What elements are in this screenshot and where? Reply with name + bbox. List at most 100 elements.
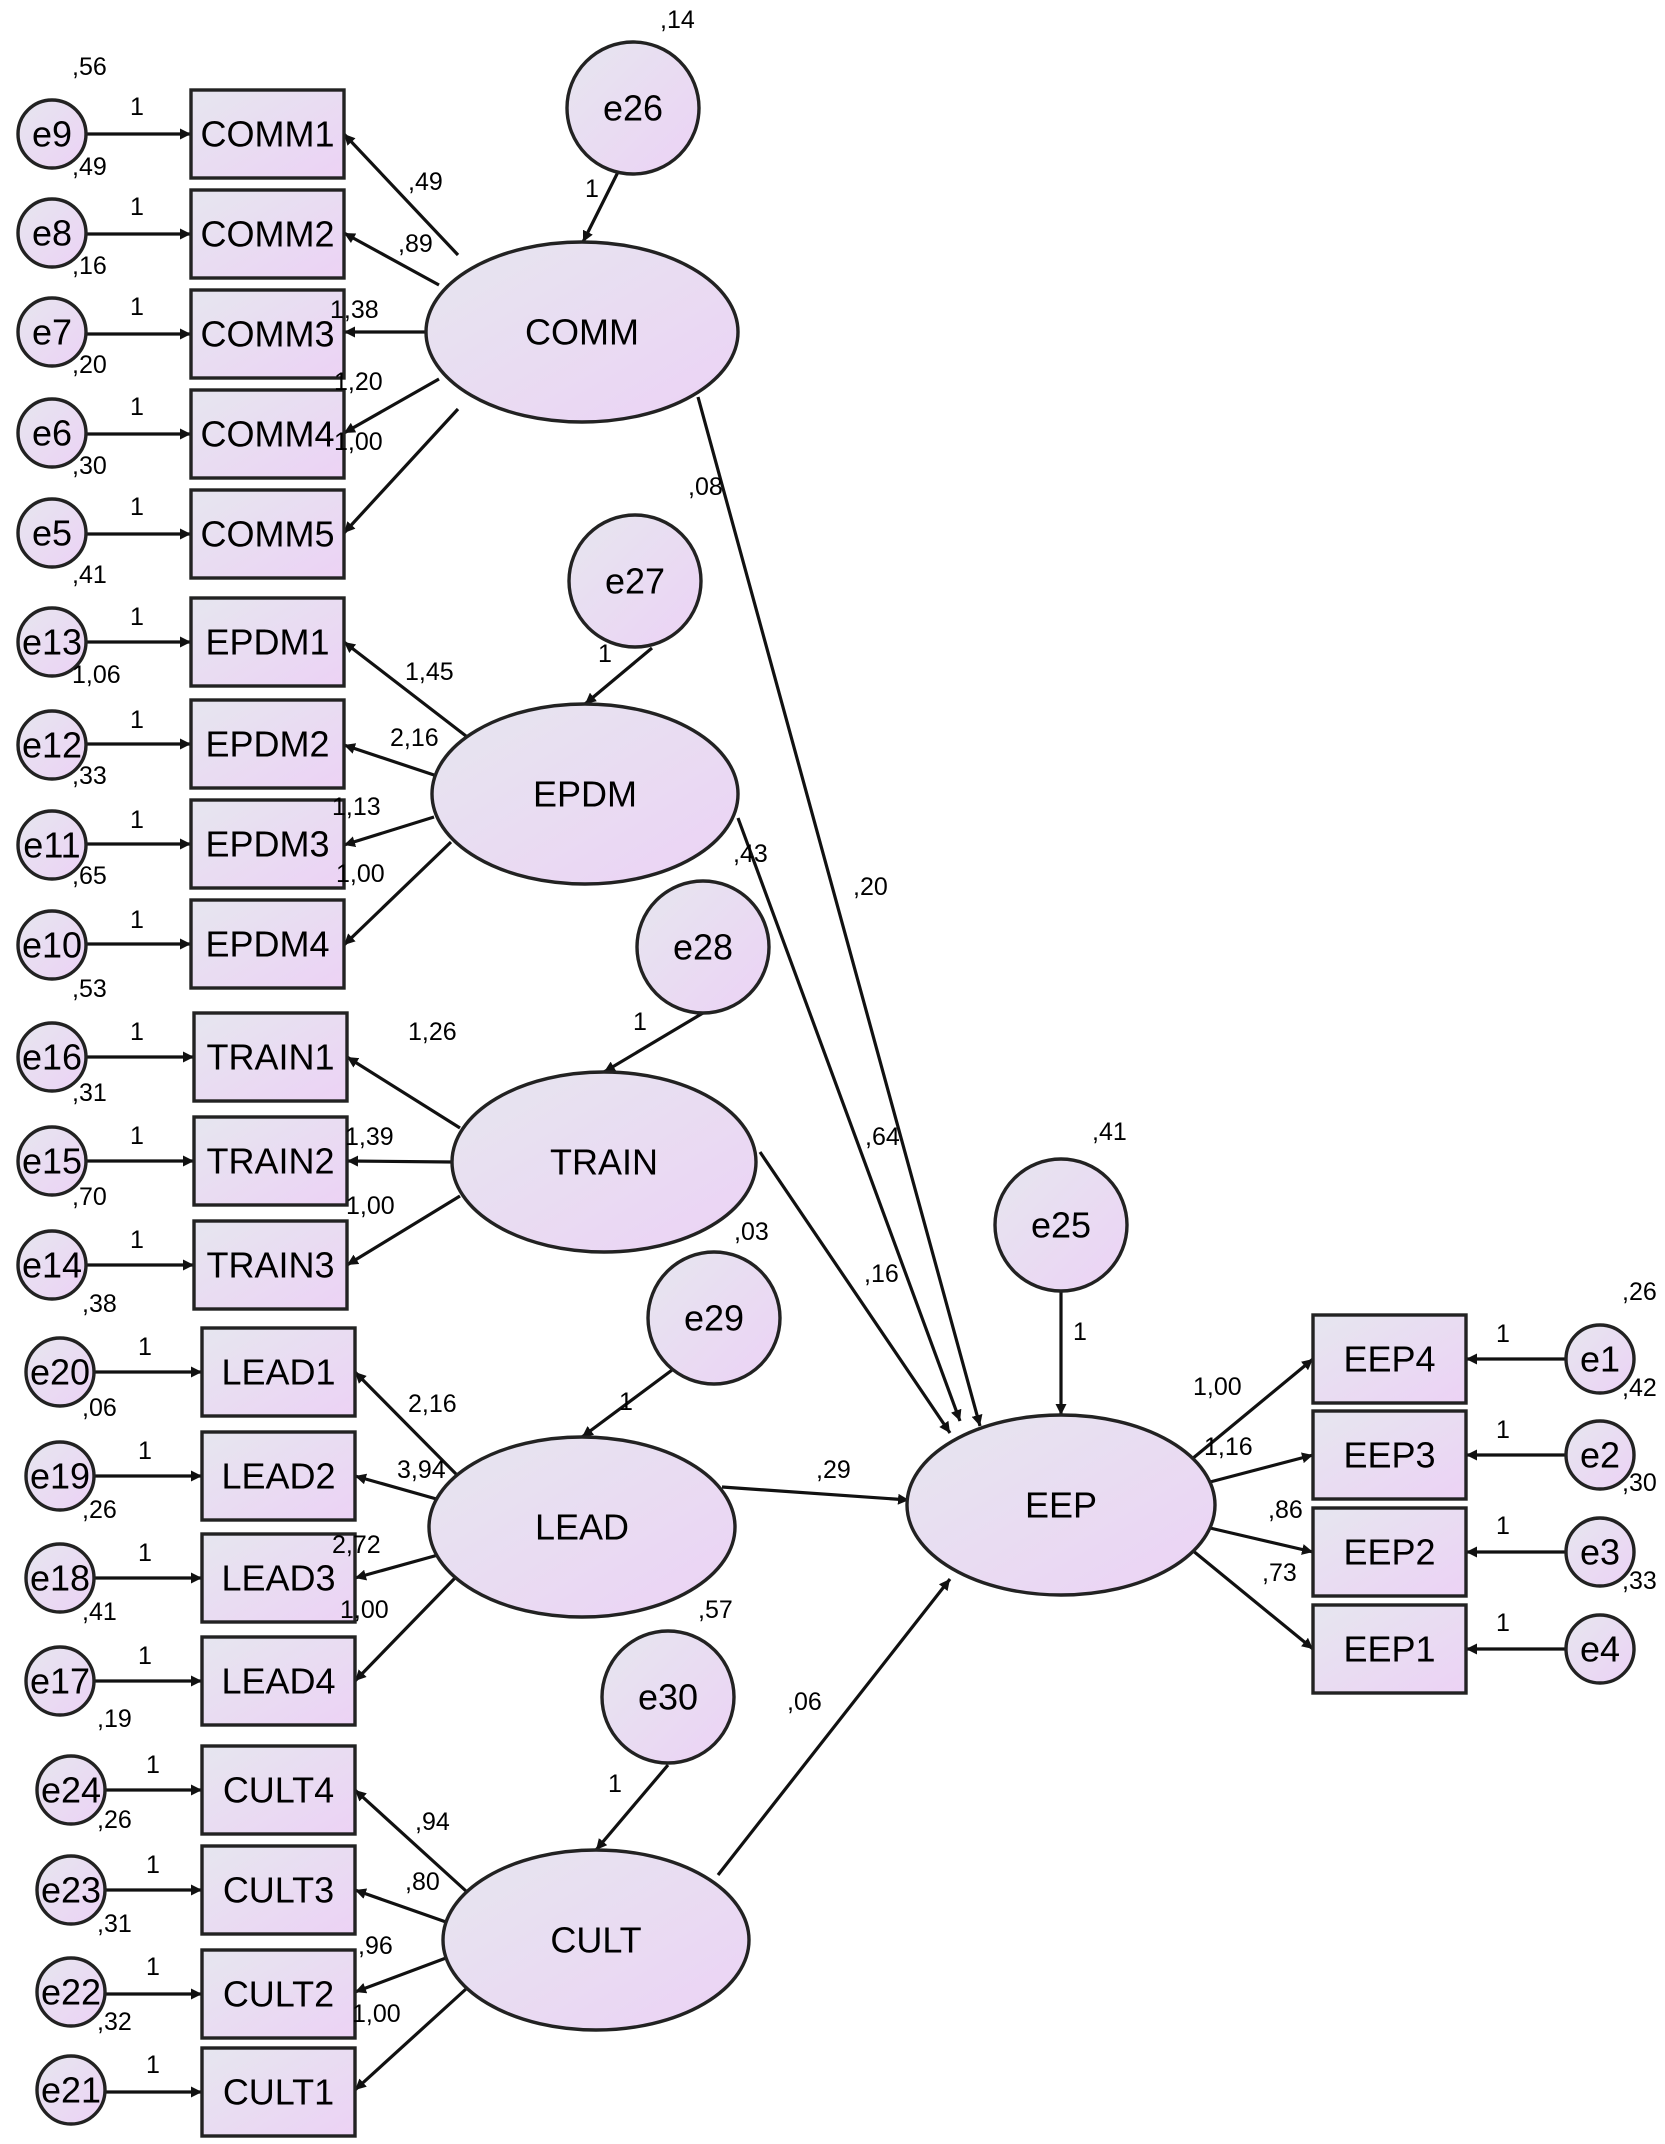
observed-box-eep2 — [1311, 1506, 1468, 1598]
loading-path-train2 — [346, 1155, 453, 1167]
error-label-e4: e4 — [1580, 1629, 1620, 1670]
error-circle-e14 — [16, 1229, 88, 1301]
observed-box-cult1 — [200, 2046, 357, 2138]
error-label-e16: e16 — [22, 1037, 82, 1078]
loading-path-epdm3 — [343, 815, 435, 847]
error-circle-e26 — [565, 40, 701, 176]
loading-label-epdm2: 2,16 — [390, 724, 439, 752]
observed-label-comm2: COMM2 — [201, 214, 335, 255]
loading-label-cult3: ,80 — [405, 1868, 440, 1896]
observed-label-epdm3: EPDM3 — [205, 824, 329, 865]
latent-ellipse-eep — [905, 1413, 1217, 1597]
variance-label-e2: ,42 — [1622, 1374, 1657, 1402]
error-label-e24: e24 — [41, 1770, 101, 1811]
variables-layer: COMM1COMM2COMM3COMM4COMM5EPDM1EPDM2EPDM3… — [16, 40, 1636, 2138]
variance-label-e13: ,41 — [72, 561, 107, 589]
latent-label-train: TRAIN — [550, 1142, 658, 1183]
variance-label-e26: ,14 — [660, 6, 695, 34]
error-circle-e19 — [24, 1440, 96, 1512]
error-circle-e3 — [1564, 1516, 1636, 1588]
error-circle-e20 — [24, 1336, 96, 1408]
error-circle-e18 — [24, 1542, 96, 1614]
error-circle-e23 — [35, 1854, 107, 1926]
observed-label-cult4: CULT4 — [223, 1770, 334, 1811]
structural-label-comm: ,20 — [853, 873, 888, 901]
observed-box-comm5 — [189, 488, 346, 580]
error-label-e27: e27 — [605, 561, 665, 602]
observed-box-epdm3 — [189, 798, 346, 890]
loading-label-lead1: 2,16 — [408, 1390, 457, 1418]
observed-box-comm1 — [189, 88, 346, 180]
error-path-label-e11: 1 — [130, 806, 144, 834]
structural-path-comm-to-eep — [696, 396, 983, 1427]
latent-ellipse-epdm — [430, 702, 740, 886]
error-circle-e28 — [635, 879, 771, 1015]
error-circle-e2 — [1564, 1419, 1636, 1491]
error-path-label-e16: 1 — [130, 1018, 144, 1046]
loading-label-train1: 1,26 — [408, 1018, 457, 1046]
loading-label-train3: 1,00 — [346, 1192, 395, 1220]
error-path-label-e29: 1 — [619, 1388, 633, 1416]
variance-label-e23: ,26 — [97, 1806, 132, 1834]
variance-label-e17: ,41 — [82, 1598, 117, 1626]
observed-label-eep3: EEP3 — [1343, 1435, 1435, 1476]
error-circle-e7 — [16, 296, 88, 368]
loading-label-comm4: 1,20 — [334, 368, 383, 396]
error-label-e29: e29 — [684, 1298, 744, 1339]
error-path-label-e4: 1 — [1496, 1609, 1510, 1637]
loading-path-comm2 — [343, 231, 440, 287]
error-path-label-e6: 1 — [130, 393, 144, 421]
error-path-label-e2: 1 — [1496, 1416, 1510, 1444]
loading-label-epdm3: 1,13 — [332, 793, 381, 821]
error-path-label-e17: 1 — [138, 1642, 152, 1670]
error-circle-e24 — [35, 1754, 107, 1826]
error-label-e28: e28 — [673, 927, 733, 968]
latent-label-epdm: EPDM — [533, 774, 637, 815]
loading-label-lead4: 1,00 — [340, 1596, 389, 1624]
variance-label-e30: ,57 — [698, 1596, 733, 1624]
variance-label-e24: ,19 — [97, 1705, 132, 1733]
observed-label-comm1: COMM1 — [201, 114, 335, 155]
observed-label-epdm1: EPDM1 — [205, 622, 329, 663]
loading-path-eep1 — [1190, 1548, 1315, 1651]
error-label-e21: e21 — [41, 2070, 101, 2111]
variance-label-e1: ,26 — [1622, 1278, 1657, 1306]
observed-box-lead3 — [200, 1532, 357, 1624]
loading-path-cult4 — [353, 1788, 468, 1893]
observed-label-eep2: EEP2 — [1343, 1532, 1435, 1573]
error-path-label-e3: 1 — [1496, 1512, 1510, 1540]
observed-label-train2: TRAIN2 — [206, 1141, 334, 1182]
loading-path-lead2 — [354, 1473, 441, 1502]
observed-label-lead1: LEAD1 — [221, 1352, 335, 1393]
loading-path-eep2 — [1209, 1526, 1314, 1555]
observed-label-eep4: EEP4 — [1343, 1339, 1435, 1380]
variance-label-e20: ,38 — [82, 1290, 117, 1318]
error-path-label-e13: 1 — [130, 603, 144, 631]
loading-label-comm1: ,49 — [408, 168, 443, 196]
structural-label-train: ,16 — [864, 1260, 899, 1288]
error-circle-e6 — [16, 397, 88, 469]
observed-label-lead3: LEAD3 — [221, 1558, 335, 1599]
latent-ellipse-lead — [427, 1435, 737, 1619]
observed-label-cult2: CULT2 — [223, 1974, 334, 2015]
loading-path-eep4 — [1190, 1357, 1315, 1461]
error-label-e25: e25 — [1031, 1205, 1091, 1246]
error-path-label-e22: 1 — [146, 1953, 160, 1981]
loading-label-eep3: 1,16 — [1204, 1433, 1253, 1461]
loading-path-lead3 — [354, 1553, 439, 1581]
error-label-e14: e14 — [22, 1245, 82, 1286]
loading-label-lead2: 3,94 — [397, 1456, 446, 1484]
error-circle-e11 — [16, 809, 88, 881]
loading-label-lead3: 2,72 — [332, 1531, 381, 1559]
error-label-e19: e19 — [30, 1456, 90, 1497]
loading-label-eep1: ,73 — [1262, 1559, 1297, 1587]
loading-label-cult2: ,96 — [358, 1932, 393, 1960]
observed-box-train2 — [192, 1115, 349, 1207]
observed-box-epdm2 — [189, 698, 346, 790]
error-path-label-e5: 1 — [130, 493, 144, 521]
latent-label-comm: COMM — [525, 312, 639, 353]
loading-path-epdm2 — [343, 743, 435, 777]
observed-box-epdm4 — [189, 898, 346, 990]
error-label-e30: e30 — [638, 1677, 698, 1718]
error-circle-e22 — [35, 1956, 107, 2028]
